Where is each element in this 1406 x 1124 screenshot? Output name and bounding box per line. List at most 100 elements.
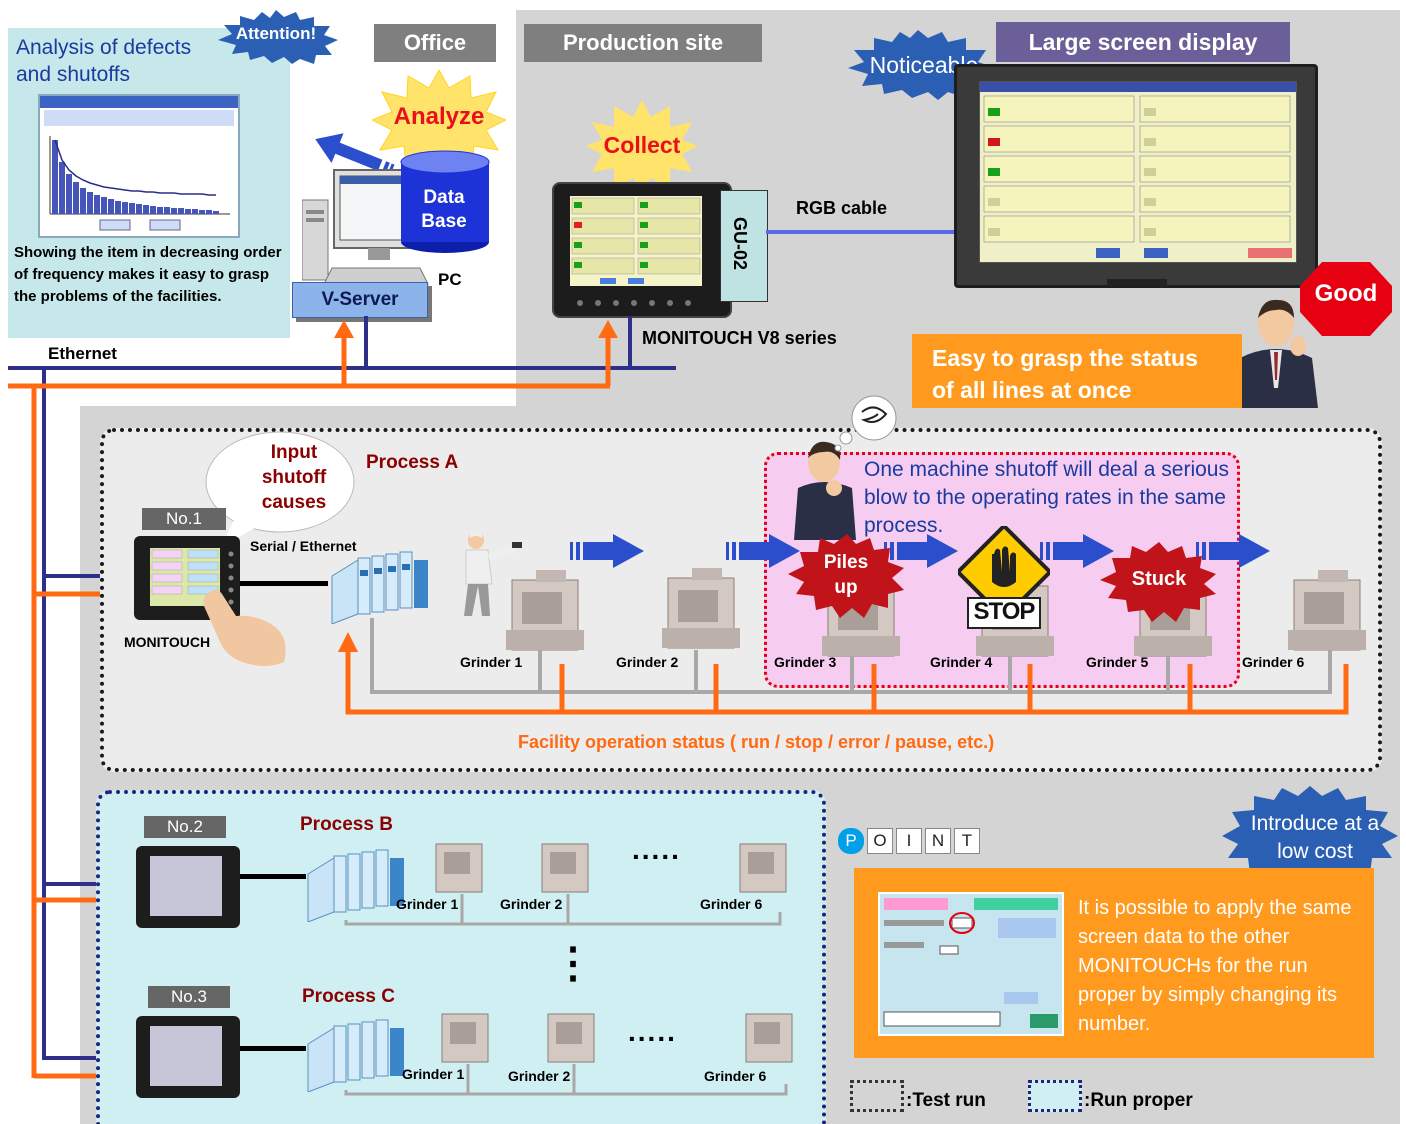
point-letter-n: N	[925, 828, 951, 854]
grinder-c1-label: Grinder 1	[402, 1066, 465, 1082]
input-shutoff-text: Input shutoff causes	[261, 442, 327, 513]
easy-banner: Easy to grasp the status of all lines at…	[912, 334, 1242, 408]
grinder-2-machine	[662, 568, 740, 649]
grinder-c2-label: Grinder 2	[508, 1068, 571, 1084]
collect-text: Collect	[603, 132, 681, 158]
grinder-1-machine	[506, 570, 584, 651]
grinder-label-1: Grinder 1	[460, 654, 523, 670]
grinder-6-machine	[1288, 570, 1366, 651]
monitouch-no3-screen	[150, 1026, 222, 1086]
process-b-dots: .....	[632, 834, 681, 865]
pareto-chart-screen	[38, 94, 240, 238]
grinder-b1-label: Grinder 1	[396, 896, 459, 912]
attention-burst	[218, 10, 338, 64]
maintenance-screen	[878, 892, 1064, 1036]
flow-arrow-1	[570, 534, 644, 568]
grinder-label-3: Grinder 3	[774, 654, 837, 670]
monitouch-no2-screen	[150, 856, 222, 916]
ethernet-label: Ethernet	[48, 344, 117, 363]
stop-text: STOP	[973, 598, 1036, 625]
collect-burst	[586, 100, 698, 190]
piles-up-text: Piles up	[823, 552, 869, 598]
analysis-note: Showing the item in decreasing order of …	[14, 244, 282, 305]
low-cost-burst	[1222, 786, 1398, 890]
large-monitor-stand	[1107, 279, 1167, 287]
piles-up-burst	[788, 534, 904, 618]
good-text: Good	[1314, 280, 1378, 307]
point-letter-o: O	[867, 828, 893, 854]
grinder-label-4: Grinder 4	[930, 654, 993, 670]
grinder-b2-label: Grinder 2	[500, 896, 563, 912]
hand-icon	[203, 589, 286, 666]
worried-man-figure	[794, 441, 856, 540]
grinder-c6-machine	[745, 1013, 793, 1063]
office-tag: Office	[374, 24, 496, 62]
monitouch-no2	[136, 846, 240, 928]
grinder-c2-machine	[547, 1013, 595, 1063]
flow-arrow-5	[1196, 534, 1270, 568]
thought-bubble	[834, 395, 897, 452]
grinder-b1-machine	[435, 843, 483, 893]
monitouch-no1-buttons	[228, 550, 234, 610]
large-monitor	[954, 64, 1318, 288]
stop-sign	[958, 526, 1050, 629]
rgb-cable	[766, 230, 954, 234]
point-letter-p: P	[838, 828, 864, 854]
database-label: Data Base	[421, 187, 467, 232]
point-letter-i: I	[896, 828, 922, 854]
cable-c	[240, 1046, 306, 1051]
shutoff-warning: One machine shutoff will deal a serious …	[864, 458, 1229, 537]
grinder-b2-machine	[541, 843, 589, 893]
database-icon	[400, 150, 490, 253]
vertical-dots: ⋮	[552, 939, 594, 986]
analyze-burst	[372, 70, 506, 166]
stuck-text: Stuck	[1131, 568, 1187, 590]
cable-b	[240, 874, 306, 879]
monitouch-no3	[136, 1016, 240, 1098]
monitouch-v8-label: MONITOUCH V8 series	[642, 328, 837, 348]
gu-02-label: GU-02	[730, 217, 750, 271]
legend-test-label: :Test run	[906, 1090, 986, 1111]
good-badge	[1300, 262, 1392, 336]
process-b-title: Process B	[300, 814, 393, 835]
vserver-box: V-Server	[292, 282, 428, 318]
pc-label: PC	[438, 270, 462, 289]
rgb-cable-label: RGB cable	[796, 198, 888, 218]
flow-arrow-4	[1040, 534, 1114, 568]
grinder-b6-label: Grinder 6	[700, 896, 763, 912]
pareto-chart-graphic	[40, 96, 238, 231]
large-monitor-screen	[979, 81, 1297, 263]
worker-figure	[464, 530, 522, 616]
facility-status-label: Facility operation status ( run / stop /…	[518, 732, 995, 752]
grinder-label-2: Grinder 2	[616, 654, 679, 670]
monitouch-v8-screen	[570, 196, 702, 286]
businessman-figure	[1236, 299, 1318, 408]
point-text: It is possible to apply the same screen …	[1078, 897, 1352, 1035]
flow-arrow-2	[726, 534, 800, 568]
plc-a	[331, 551, 428, 624]
monitouch-no1-screen	[150, 548, 220, 606]
point-letter-t: T	[954, 828, 980, 854]
analysis-title: Analysis of defects and shutoffs	[16, 36, 192, 86]
no3-tag: No.3	[148, 986, 230, 1008]
monitouch-v8-buttons	[574, 294, 704, 306]
legend-test-swatch	[850, 1080, 904, 1112]
process-a-title: Process A	[366, 452, 459, 473]
grinder-b6-machine	[739, 843, 787, 893]
no1-tag: No.1	[142, 508, 226, 530]
large-screen-tag: Large screen display	[996, 22, 1290, 62]
serial-ethernet-label: Serial / Ethernet	[250, 538, 357, 554]
vserver-label: V-Server	[321, 289, 399, 310]
analyze-text: Analyze	[393, 103, 485, 130]
monitouch-no1	[134, 536, 240, 620]
grinder-c1-machine	[441, 1013, 489, 1063]
plc-c	[307, 1019, 404, 1092]
stuck-burst	[1100, 542, 1216, 622]
legend-run-swatch	[1028, 1080, 1082, 1112]
grinder-label-6: Grinder 6	[1242, 654, 1305, 670]
